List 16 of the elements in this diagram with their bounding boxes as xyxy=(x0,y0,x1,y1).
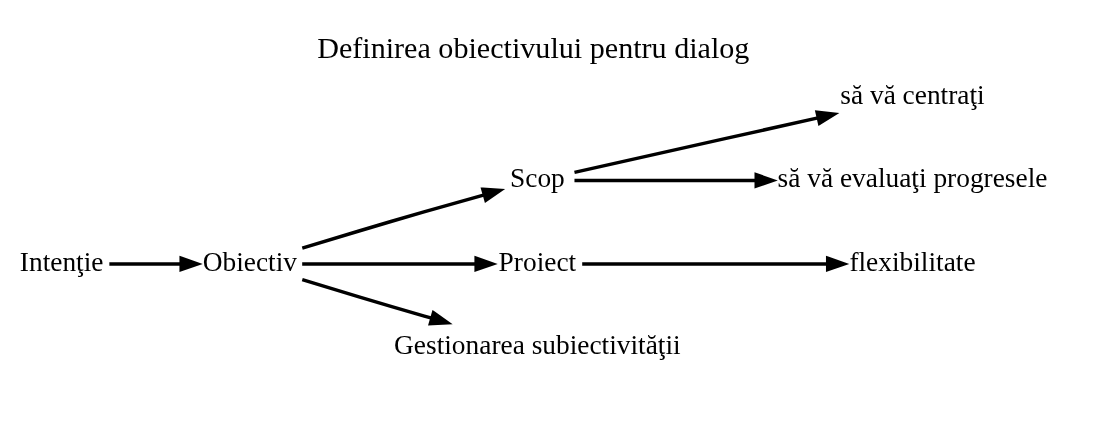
arrow xyxy=(301,186,506,250)
node-text: Obiectiv xyxy=(202,246,298,277)
arrow xyxy=(574,109,840,174)
arrow xyxy=(109,255,203,272)
arrow xyxy=(302,255,498,272)
node-text: Gestionarea subiectivităţii xyxy=(394,329,681,360)
arrow xyxy=(301,277,453,326)
node-text: Scop xyxy=(510,162,565,193)
node-text: flexibilitate xyxy=(849,246,976,277)
node-text: să vă centraţi xyxy=(840,79,985,110)
arrow xyxy=(574,171,778,189)
node-text: Proiect xyxy=(498,246,577,277)
node-text: Intenţie xyxy=(19,246,104,277)
node-text: să vă evaluaţi progresele xyxy=(777,162,1048,193)
diagram-title: Definirea obiectivului pentru dialog xyxy=(317,30,750,65)
arrow xyxy=(582,255,850,272)
